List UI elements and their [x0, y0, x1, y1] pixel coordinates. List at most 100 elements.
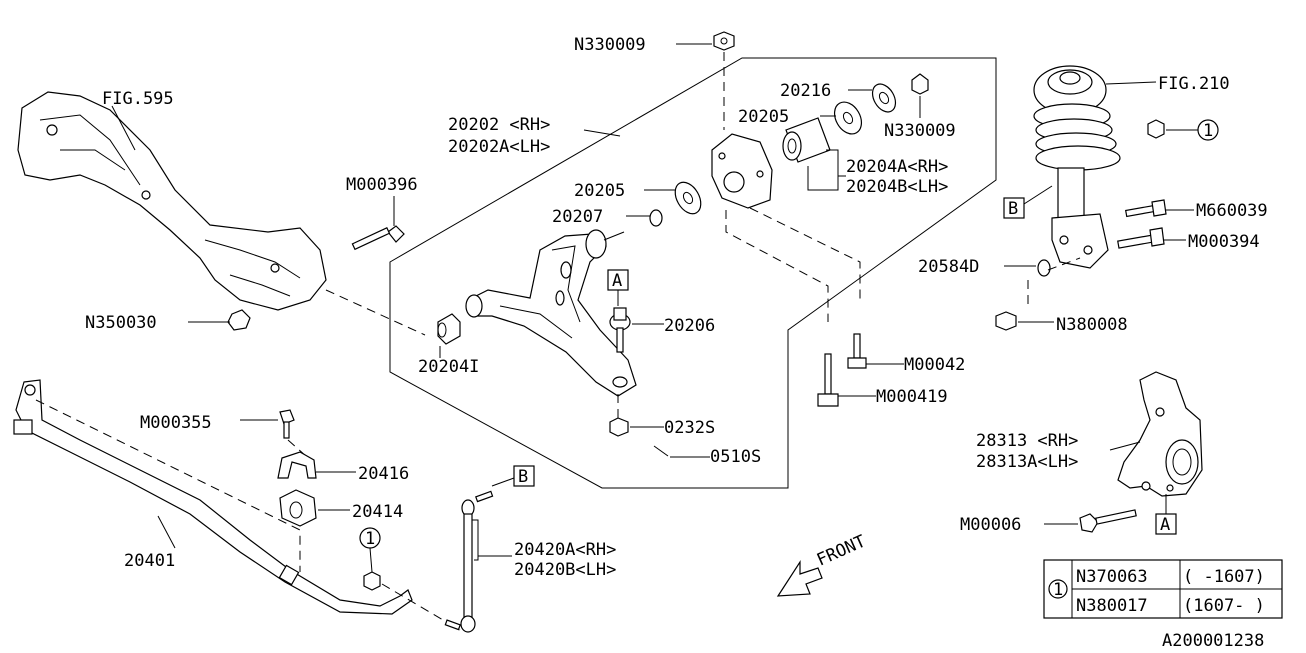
bushing-20204i [437, 313, 461, 345]
label-m00042: M00042 [904, 355, 965, 375]
label-m000394: M000394 [1188, 232, 1260, 252]
label-fig595: FIG.595 [102, 89, 174, 109]
washer-20205-top [833, 101, 863, 135]
variant-row2-range: (1607- ) [1183, 596, 1265, 616]
label-28313a: 28313A<LH> [976, 452, 1078, 472]
nut-strut-top [1147, 119, 1165, 139]
washer-20205-lower [674, 181, 702, 215]
pin-0510s [653, 445, 669, 457]
diagram-id: A200001238 [1162, 631, 1264, 651]
washer-20216-hole [878, 91, 890, 105]
ref-b-link: B [518, 467, 528, 487]
arm-assembly-outline [389, 57, 997, 489]
variant-table-marker: 1 [1053, 580, 1063, 600]
label-20207: 20207 [552, 207, 603, 227]
label-20401: 20401 [124, 551, 175, 571]
leader-20420-bracket [472, 519, 479, 561]
front-arrow-icon [776, 559, 823, 597]
leader-ref-b-strut [1023, 185, 1053, 205]
dash-washer-strut [1047, 257, 1081, 271]
label-arm-lh: 20202A<LH> [448, 137, 550, 157]
label-0232s: 0232S [664, 418, 715, 438]
variant-row1-part: N370063 [1076, 567, 1148, 587]
label-fig210: FIG.210 [1158, 74, 1230, 94]
label-20205-lower: 20205 [574, 181, 625, 201]
label-m00006: M00006 [960, 515, 1021, 535]
lower-control-arm [465, 229, 637, 397]
bushing-20204 [782, 117, 831, 163]
label-20584d: 20584D [918, 257, 979, 277]
nut-0232s [609, 417, 629, 437]
label-20204i: 20204I [418, 357, 479, 377]
bushing-20414 [279, 489, 317, 527]
ref-a-knuckle: A [1160, 515, 1170, 535]
crossmember [17, 91, 327, 311]
leader-20401 [157, 515, 176, 549]
label-20204a: 20204A<RH> [846, 157, 948, 177]
label-m000419: M000419 [876, 387, 948, 407]
variant-row1-range: ( -1607) [1183, 567, 1265, 587]
ball-joint-20206 [609, 307, 631, 353]
label-n330009-right: N330009 [884, 121, 956, 141]
circle-one-top-text: 1 [1203, 121, 1213, 141]
label-n350030: N350030 [85, 313, 157, 333]
circle-one-top [1197, 119, 1219, 141]
label-20420b: 20420B<LH> [514, 560, 616, 580]
ref-a-top: A [612, 271, 622, 291]
bolt-m000355 [279, 409, 295, 439]
stabilizer-bar [13, 379, 413, 615]
label-0510s: 0510S [710, 447, 761, 467]
label-arm-rh: 20202 <RH> [448, 115, 550, 135]
leader-arm [583, 129, 621, 137]
circle-one-bar-text: 1 [365, 529, 375, 549]
bolt-m00006 [1079, 509, 1137, 533]
leader-ref-b-link [491, 477, 515, 487]
bolt-m00042 [847, 333, 867, 369]
dash-bracket-bolt1 [725, 210, 829, 322]
nut-n330009-right [911, 73, 929, 95]
bolt-m660039 [1124, 199, 1167, 218]
label-20420a: 20420A<RH> [514, 540, 616, 560]
label-m660039: M660039 [1196, 201, 1268, 221]
nut-n330009-top [713, 31, 735, 51]
leader-circle-one-bar [369, 547, 373, 573]
leader-28313 [1109, 441, 1141, 451]
bolt-m000394 [1117, 227, 1165, 249]
ref-b-strut: B [1008, 199, 1018, 219]
bolt-m000396 [351, 225, 405, 251]
dash-crossmember-bushing [325, 289, 426, 336]
ref-box-b-strut [1003, 197, 1025, 219]
collar-20207 [649, 209, 663, 227]
label-20204b: 20204B<LH> [846, 177, 948, 197]
dash-bracket-bolt2 [749, 207, 861, 300]
label-m000355: M000355 [140, 413, 212, 433]
steering-knuckle [1117, 371, 1203, 497]
label-28313: 28313 <RH> [976, 431, 1078, 451]
leader-20204ab [807, 149, 839, 191]
washer-20205-top-hole [842, 111, 854, 125]
variant-row2-part: N380017 [1076, 596, 1148, 616]
ref-box-a-top [607, 269, 629, 291]
washer-20205-lower-hole [682, 191, 694, 205]
front-label: FRONT [814, 531, 869, 570]
nut-n350030 [227, 309, 251, 331]
leader-fig595 [111, 105, 136, 151]
bolt-m000419 [817, 353, 839, 407]
label-20416: 20416 [358, 464, 409, 484]
variant-table [1043, 559, 1283, 619]
strut-assembly [1033, 65, 1121, 269]
label-20414: 20414 [352, 502, 403, 522]
ref-box-b-link [513, 465, 535, 487]
dash-bar-bushing [35, 399, 301, 572]
nut-n380008 [995, 311, 1017, 331]
clamp-20416 [277, 451, 317, 479]
rear-bushing-bracket [711, 133, 773, 209]
stabilizer-link [444, 490, 494, 633]
label-n380008: N380008 [1056, 315, 1128, 335]
label-20206: 20206 [664, 316, 715, 336]
washer-20216 [871, 83, 897, 113]
label-20205-top: 20205 [738, 107, 789, 127]
label-n330009-top: N330009 [574, 35, 646, 55]
